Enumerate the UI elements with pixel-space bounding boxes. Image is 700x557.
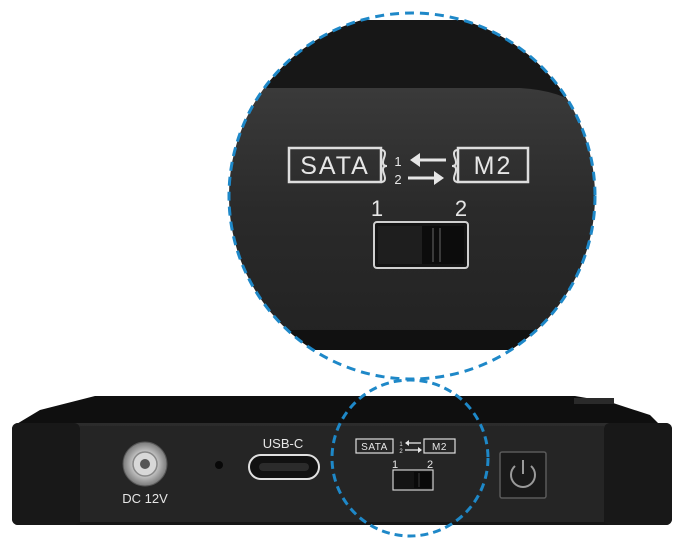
device-sata-label: SATA	[361, 442, 388, 453]
device-arrow-num-1: 1	[399, 442, 403, 448]
zoom-position-1-label: 1	[371, 196, 383, 221]
zoom-arrow-num-2: 2	[394, 172, 401, 187]
device-position-2-label: 2	[427, 459, 433, 471]
power-icon	[510, 460, 536, 488]
device-m2-label: M2	[432, 442, 447, 453]
dc-power-label: DC 12V	[122, 491, 168, 506]
usb-c-label: USB-C	[263, 436, 303, 451]
dc-power-jack	[122, 441, 168, 487]
device-top	[15, 396, 660, 425]
zoom-slide-switch	[373, 221, 469, 269]
small-right-arrow-icon	[405, 447, 422, 453]
right-arrow-icon	[408, 171, 444, 185]
zoom-arrow-num-1: 1	[394, 154, 401, 169]
device-mode-labels: SATA 1 2 M2	[355, 438, 456, 455]
usb-c-port	[248, 454, 320, 480]
enclosure-device: DC 12V USB-C SATA 1 2 M2 1 2	[12, 396, 672, 525]
zoom-switch-knob	[422, 226, 464, 264]
device-arrow-num-2: 2	[399, 449, 403, 455]
zoom-front-panel	[229, 88, 595, 335]
led-indicator	[215, 461, 223, 469]
switch-highlight-circle	[330, 378, 490, 538]
zoom-callout: SATA 1 2 M2 1 2	[227, 11, 597, 381]
device-switch-knob	[414, 472, 431, 488]
right-endcap	[604, 423, 672, 525]
zoom-sata-label: SATA	[300, 152, 370, 180]
device-slide-switch[interactable]	[392, 469, 434, 491]
zoom-m2-label: M2	[474, 152, 513, 180]
left-endcap	[12, 423, 80, 525]
zoom-position-2-label: 2	[455, 196, 467, 221]
zoom-mode-labels: SATA 1 2 M2	[287, 146, 530, 187]
small-left-arrow-icon	[405, 440, 421, 446]
power-button[interactable]	[499, 451, 547, 499]
device-position-1-label: 1	[392, 459, 398, 471]
left-arrow-icon	[410, 153, 446, 167]
